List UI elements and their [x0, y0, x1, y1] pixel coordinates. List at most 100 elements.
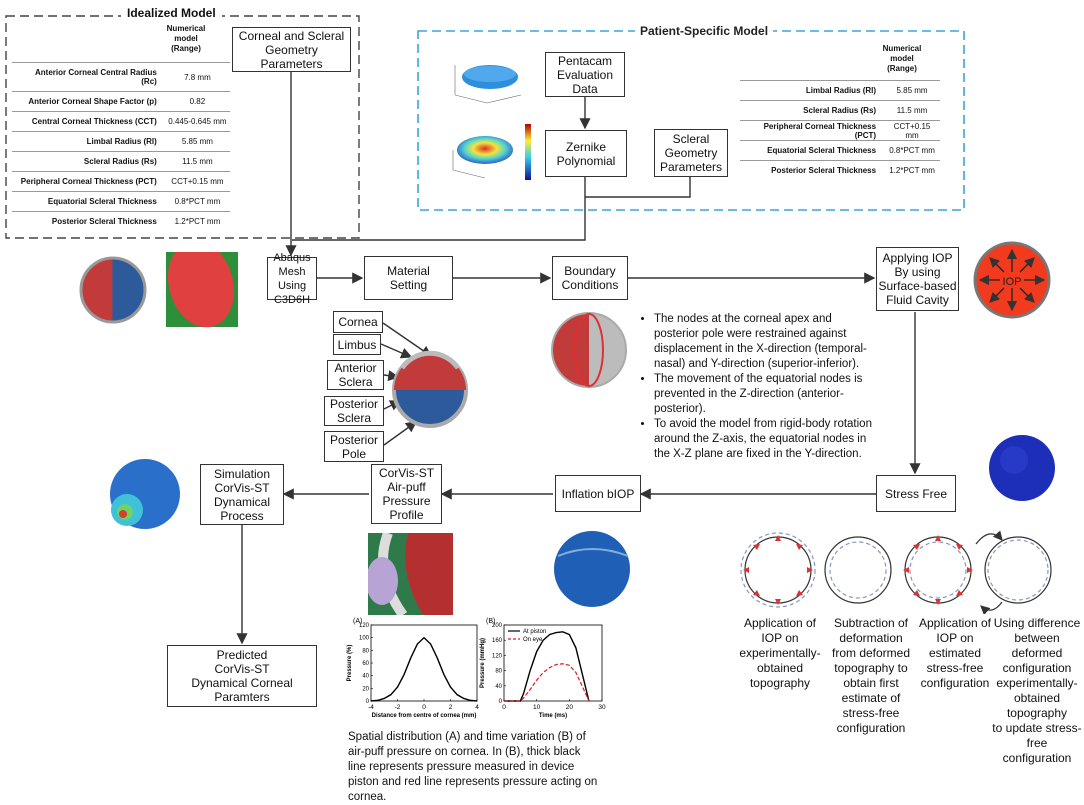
boundary-note-1: The nodes at the corneal apex and poster…: [654, 312, 874, 372]
patient-header: Numerical model (Range): [882, 44, 922, 73]
idealized-row: Anterior Corneal Central Radius (Rc)7.8 …: [12, 62, 230, 92]
pentacam-surface-plot: [454, 65, 522, 104]
stress-free-eye-image: [989, 435, 1055, 501]
scleral-geometry-box: Scleral Geometry Parameters: [654, 129, 728, 177]
airpuff-mesh-closeup: [368, 533, 453, 615]
stress-free-box: Stress Free: [876, 475, 956, 512]
y-tick-label: 120: [359, 623, 370, 629]
series-line: [370, 636, 478, 702]
line-scleral-to-zernike: [585, 177, 691, 198]
pentacam-box: Pentacam Evaluation Data: [545, 52, 625, 97]
x-tick-label: 4: [475, 704, 479, 711]
series-line: [504, 631, 590, 702]
x-tick-label: -2: [395, 704, 401, 711]
iop-label: IOP: [1003, 276, 1022, 288]
material-setting-box: Material Setting: [364, 256, 453, 300]
idealized-table: Anterior Corneal Central Radius (Rc)7.8 …: [12, 62, 230, 231]
panel-label: (A): [353, 618, 362, 625]
x-tick-label: 0: [502, 704, 506, 711]
x-tick-label: 2: [449, 704, 453, 711]
y-tick-label: 0: [366, 699, 370, 705]
stress-free-iteration-diagram: [740, 530, 1052, 614]
idealized-row: Limbal Radius (Rl)5.85 mm: [12, 131, 230, 152]
cornea-label: Cornea: [333, 311, 383, 333]
patient-row-value: 5.85 mm: [884, 80, 940, 101]
idealized-row-value: 0.445-0.645 mm: [164, 111, 230, 132]
y-tick-label: 160: [492, 638, 503, 644]
series-line: [504, 663, 590, 702]
x-axis-label: Time (ms): [539, 713, 567, 719]
plot-frame: [370, 624, 478, 702]
idealized-row-value: CCT+0.15 mm: [164, 171, 230, 192]
y-tick-label: 80: [495, 669, 502, 675]
idealized-row-label: Posterior Scleral Thickness: [12, 211, 165, 231]
y-tick-label: 40: [495, 684, 502, 690]
labelled-eye-image: [392, 350, 468, 428]
y-tick-label: 100: [359, 636, 370, 642]
patient-row: Peripheral Corneal Thickness (PCT)CCT+0.…: [740, 120, 940, 141]
y-axis-label: Pressure (mmHg): [480, 638, 486, 688]
x-tick-label: 30: [598, 704, 606, 711]
anterior-sclera-label: Anterior Sclera: [327, 360, 384, 390]
boundary-notes: The nodes at the corneal apex and poster…: [638, 312, 874, 462]
patient-title: Patient-Specific Model: [635, 24, 774, 38]
y-tick-label: 60: [362, 661, 369, 667]
idealized-row-label: Central Corneal Thickness (CCT): [12, 111, 165, 132]
idealized-title: Idealized Model: [121, 6, 222, 20]
applying-iop-box: Applying IOP By using Surface-based Flui…: [876, 247, 959, 311]
chart-caption: Spatial distribution (A) and time variat…: [348, 731, 598, 803]
airpuff-profile-box: CorVis-ST Air-puff Pressure Profile: [371, 464, 442, 524]
pentacam-color-map: [452, 124, 531, 180]
patient-row: Limbal Radius (Rl)5.85 mm: [740, 80, 940, 101]
zernike-box: Zernike Polynomial: [545, 130, 627, 177]
inflation-eye-image: [554, 531, 630, 607]
y-axis-label: Pressure (%): [347, 645, 353, 682]
x-tick-label: 0: [422, 704, 426, 711]
step-1-caption: Application of IOP on experimentally- ob…: [739, 616, 821, 690]
abaqus-mesh-box: Abaqus Mesh Using C3D6H: [267, 252, 317, 306]
iop-fluid-cavity-image: IOP: [973, 241, 1051, 319]
x-tick-label: -4: [368, 704, 374, 711]
patient-row-label: Equatorial Scleral Thickness: [740, 140, 885, 161]
mesh-eye-images: [79, 252, 238, 328]
patient-row-label: Scleral Radius (Rs): [740, 100, 885, 121]
patient-row-label: Limbal Radius (Rl): [740, 80, 885, 101]
y-tick-label: 120: [492, 653, 503, 659]
idealized-row: Anterior Corneal Shape Factor (p)0.82: [12, 91, 230, 112]
limbus-label: Limbus: [333, 334, 381, 355]
patient-row-value: CCT+0.15 mm: [884, 120, 940, 141]
idealized-row: Scleral Radius (Rs)11.5 mm: [12, 151, 230, 172]
idealized-row-label: Anterior Corneal Central Radius (Rc): [12, 62, 165, 92]
x-axis-label: Distance from centre of cornea (mm): [372, 713, 477, 719]
patient-row: Scleral Radius (Rs)11.5 mm: [740, 100, 940, 121]
idealized-row-label: Scleral Radius (Rs): [12, 151, 165, 172]
idealized-row-label: Equatorial Scleral Thickness: [12, 191, 165, 212]
boundary-note-3: To avoid the model from rigid-body rotat…: [654, 417, 874, 462]
step-4-caption: Using difference between deformed config…: [992, 616, 1082, 765]
simulation-box: Simulation CorVis-ST Dynamical Process: [200, 464, 284, 525]
line-zernike-to-abaqus: [292, 177, 586, 241]
legend-entry: On eye: [523, 637, 543, 643]
y-tick-label: 0: [499, 699, 503, 705]
plot-frame: [503, 624, 603, 702]
idealized-header: Numerical model (Range): [166, 24, 206, 53]
step-2-caption: Subtraction of deformation from deformed…: [831, 616, 911, 735]
idealized-row-value: 1.2*PCT mm: [164, 211, 230, 231]
y-tick-label: 80: [362, 648, 369, 654]
idealized-row-value: 0.82: [164, 91, 230, 112]
predicted-parameters-box: Predicted CorVis-ST Dynamical Corneal Pa…: [167, 645, 317, 707]
legend-entry: At piston: [523, 629, 546, 635]
idealized-row-label: Peripheral Corneal Thickness (PCT): [12, 171, 165, 192]
idealized-row-value: 7.8 mm: [164, 62, 230, 92]
geometry-parameters-box: Corneal and Scleral Geometry Parameters: [232, 27, 351, 72]
panel-label: (B): [486, 618, 495, 625]
boundary-conditions-box: Boundary Conditions: [552, 256, 628, 300]
x-tick-label: 10: [533, 704, 541, 711]
